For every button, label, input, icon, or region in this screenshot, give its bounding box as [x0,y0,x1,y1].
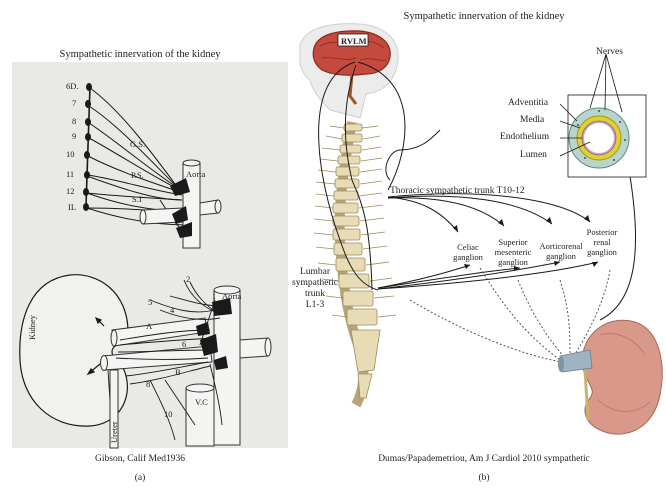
label-b: B [175,367,181,377]
panel-b-title: Sympathetic innervation of the kidney [403,11,565,22]
label-aorticorenal: Aorticorenal ganglion [539,241,583,261]
celiac-ganglion-shape [170,178,190,196]
panel-a-title: Sympathetic innervation of the kidney [59,49,221,60]
panel-a-label: (a) [134,473,146,483]
kidney-outline [19,274,129,427]
level-9: 9 [72,131,77,141]
label-a: A [146,321,153,331]
lumen [584,123,614,153]
ganglion-9 [85,133,91,141]
label-n10: 10 [164,409,173,419]
label-adventitia: Adventitia [508,98,549,108]
label-n6: 6 [182,339,187,349]
label-thoracic: Thoracic sympathetic trunk T10-12 [390,186,525,196]
ganglion-il [83,203,89,211]
label-gs: G.S. [130,139,146,149]
level-10: 10 [66,149,75,159]
ureter [109,369,119,449]
label-si: S.I [132,194,142,204]
label-n1: 1 [212,291,217,301]
level-6d: 6D. [66,81,79,91]
label-aorta-top: Aorta [186,169,206,179]
ganglion-10 [84,151,90,159]
label-lumbar: Lumbar sympathetic trunk L1-3 [292,267,338,310]
panel-a-caption: Gibson, Calif Med1936 [95,454,185,464]
label-rvlm: RVLM [341,36,367,46]
spine [313,121,397,408]
rvlm-box [337,33,369,47]
level-11: 11 [66,169,75,179]
label-n8: 8 [146,379,151,389]
label-aorta-lower: Aorta [222,291,242,301]
label-nerves: Nerves [596,47,623,57]
level-il: IL [68,202,77,212]
level-7: 7 [72,98,77,108]
level-8: 8 [72,116,77,126]
label-lumen: Lumen [520,150,547,160]
kidney-b [558,319,663,435]
label-posterior-renal: Posterior renal ganglion [586,227,618,257]
label-endothelium: Endothelium [500,132,550,142]
label-vc: V.C [195,397,208,407]
panel-b-caption: Dumas/Papademetriou, Am J Cardiol 2010 s… [378,454,590,464]
label-n4: 4 [170,305,175,315]
label-superior-mesenteric: Superior mesenteric ganglion [494,237,532,267]
label-n5: 5 [148,297,153,307]
ganglion-12 [83,188,89,196]
panel-b-label: (b) [478,473,490,483]
label-n2: 2 [186,274,191,284]
label-ps: P.S. [131,170,144,180]
level-12: 12 [66,186,75,196]
label-celiac: Celiac ganglion [453,242,483,262]
label-media: Medla [520,115,545,125]
